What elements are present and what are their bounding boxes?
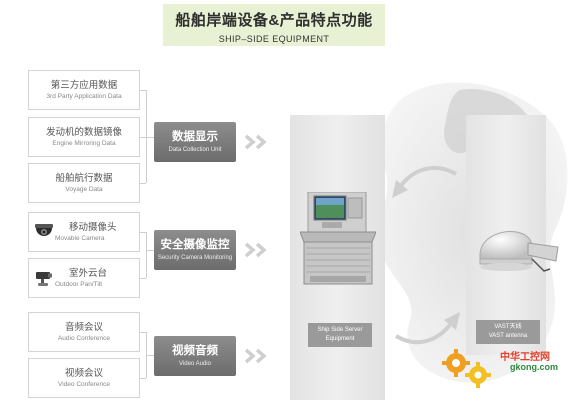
title-banner: 船舶岸端设备&产品特点功能 SHIP–SIDE EQUIPMENT	[163, 4, 385, 46]
double-chevron-right-icon	[244, 242, 267, 258]
source-box-outdoor-pan-tilt: 室外云台 Outdoor Pan/Tilt	[28, 258, 140, 298]
server-panel-label: Ship Side Server Equipment	[308, 323, 372, 347]
connector-line	[140, 183, 146, 184]
page-subtitle: SHIP–SIDE EQUIPMENT	[218, 34, 330, 44]
connector-line	[140, 332, 146, 333]
connector-line	[146, 355, 154, 356]
connector-bracket-data	[146, 90, 147, 183]
watermark-en: gkong.com	[510, 362, 559, 372]
antenna-radome-image	[479, 231, 559, 272]
source-box-voyage: 船舶航行数据 Voyage Data	[28, 163, 140, 203]
source-box-video-conference: 视频会议 Video Conference	[28, 358, 140, 398]
connector-line	[140, 137, 154, 138]
watermark-cn: 中华工控网	[500, 352, 550, 363]
curved-arrow-left	[392, 165, 457, 198]
category-security-camera: 安全摄像监控 Security Camera Monitoring	[154, 230, 236, 270]
dome-camera-icon	[35, 224, 53, 236]
double-chevron-right-icon	[244, 348, 267, 364]
source-box-movable-camera: 移动摄像头 Movable Camera	[28, 212, 140, 252]
source-box-audio-conference: 音频会议 Audio Conference	[28, 312, 140, 352]
double-chevron-right-icon	[244, 134, 267, 150]
connector-bracket-camera	[146, 232, 147, 278]
gear-logo-icon	[442, 349, 491, 388]
curved-arrow-right	[394, 312, 460, 345]
antenna-panel-label: VAST天线 VAST antenna	[476, 320, 540, 344]
connector-line	[146, 250, 154, 251]
page-title: 船舶岸端设备&产品特点功能	[175, 12, 373, 29]
source-box-engine: 发动机的数据镜像 Engine Mirroring Data	[28, 117, 140, 157]
connector-line	[140, 90, 146, 91]
category-video-audio: 视频音频 Video Audio	[154, 336, 236, 376]
source-box-third-party: 第三方应用数据 3rd Party Application Data	[28, 70, 140, 110]
connector-line	[140, 378, 146, 379]
connector-line	[140, 278, 146, 279]
pan-tilt-camera-icon	[36, 272, 52, 286]
server-cabinet-image	[300, 192, 376, 285]
connector-line	[140, 232, 146, 233]
category-data-display: 数据显示 Data Collection Unit	[154, 122, 236, 162]
